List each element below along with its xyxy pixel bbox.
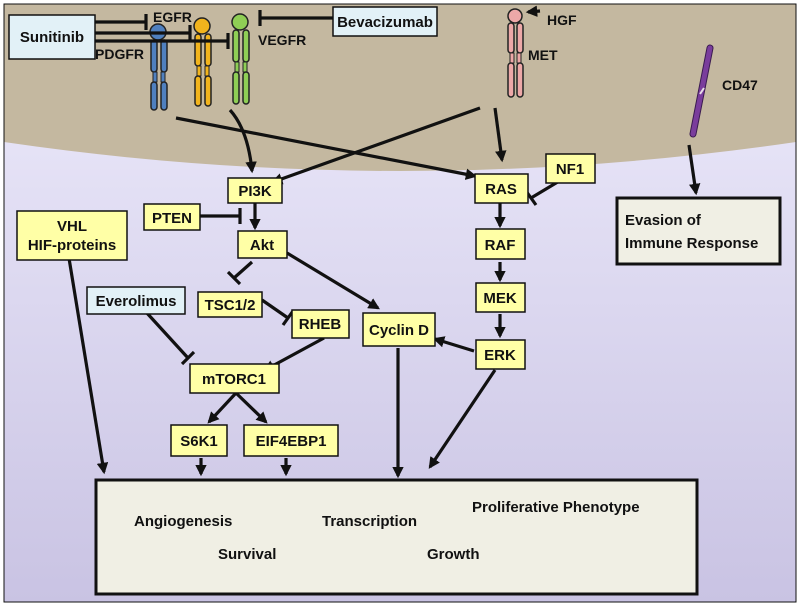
outcomes-box xyxy=(94,478,699,596)
ras-label: RAS xyxy=(485,181,517,198)
cd47-receptor-icon xyxy=(689,44,714,138)
akt-box xyxy=(237,230,288,259)
raf-box xyxy=(475,228,526,260)
pdgfr-label: PDGFR xyxy=(95,46,144,62)
vegfr-receptor-icon xyxy=(231,13,250,105)
s6k1-box xyxy=(170,424,228,457)
everolimus-label: Everolimus xyxy=(96,293,177,310)
egfr-receptor-icon xyxy=(149,23,168,111)
proliferative-phenotype-label: Proliferative Phenotype xyxy=(472,499,640,516)
growth-label: Growth xyxy=(427,546,480,563)
survival-label: Survival xyxy=(218,546,276,563)
raf-label: RAF xyxy=(485,237,516,254)
vhl-box xyxy=(16,210,128,261)
mek-label: MEK xyxy=(483,290,517,307)
mtorc1-box xyxy=(189,363,280,394)
tsc-box xyxy=(197,291,263,318)
vhl-label: VHL xyxy=(57,218,87,235)
tsc-label: TSC1/2 xyxy=(205,297,256,314)
nf1-label: NF1 xyxy=(556,161,584,178)
pi3k-label: PI3K xyxy=(238,183,272,200)
bevacizumab-box xyxy=(332,6,438,37)
erk-box xyxy=(475,339,526,370)
transcription-label: Transcription xyxy=(322,513,417,530)
sunitinib-label: Sunitinib xyxy=(20,29,84,46)
pi3k-box xyxy=(227,177,283,204)
bevacizumab-label: Bevacizumab xyxy=(337,14,433,31)
sunitinib-box xyxy=(8,14,96,60)
met-label: MET xyxy=(528,47,558,63)
frame xyxy=(3,3,797,603)
eif4ebp1-label: EIF4EBP1 xyxy=(256,433,327,450)
cell-membrane xyxy=(4,4,796,171)
pdgfr-receptor-icon xyxy=(193,17,212,107)
immune-evasion-box xyxy=(615,196,782,266)
erk-label: ERK xyxy=(484,347,516,364)
akt-label: Akt xyxy=(250,237,274,254)
vegfr-label: VEGFR xyxy=(258,32,306,48)
cyclin-d-label: Cyclin D xyxy=(369,322,429,339)
egfr-label: EGFR xyxy=(153,9,192,25)
activation-edges xyxy=(65,5,701,479)
rheb-label: RHEB xyxy=(299,316,342,333)
cd47-label: CD47 xyxy=(722,77,758,93)
hif-proteins-label: HIF-proteins xyxy=(28,237,116,254)
met-receptor-icon xyxy=(507,8,524,98)
nf1-box xyxy=(545,153,596,184)
evasion-label-line2: Immune Response xyxy=(625,235,758,252)
s6k1-label: S6K1 xyxy=(180,433,218,450)
pten-label: PTEN xyxy=(152,210,192,227)
ras-box xyxy=(474,173,529,204)
mek-box xyxy=(475,282,526,313)
mtorc1-label: mTORC1 xyxy=(202,371,266,388)
everolimus-box xyxy=(86,286,186,315)
angiogenesis-label: Angiogenesis xyxy=(134,513,232,530)
cyclin-d-box xyxy=(362,312,436,347)
rheb-box xyxy=(291,309,350,339)
evasion-label-line1: Evasion of xyxy=(625,212,702,229)
inhibition-edges xyxy=(95,10,562,366)
pten-box xyxy=(143,203,201,231)
eif4ebp1-box xyxy=(243,424,339,457)
hgf-label: HGF xyxy=(547,12,577,28)
